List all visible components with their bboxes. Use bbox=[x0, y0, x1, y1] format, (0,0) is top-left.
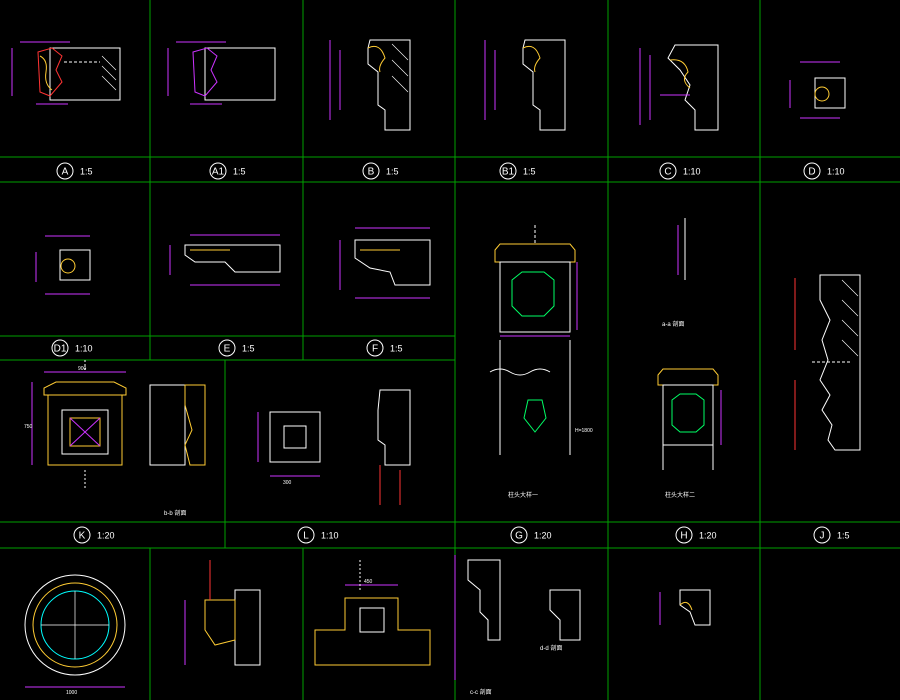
detail-marker-b: B 1:5 bbox=[362, 162, 399, 180]
dim-l-width: 300 bbox=[283, 480, 292, 486]
marker-circle bbox=[218, 339, 236, 357]
detail-id: B bbox=[368, 167, 375, 178]
marker-circle bbox=[510, 526, 528, 544]
detail-marker-e: E 1:5 bbox=[218, 339, 255, 357]
detail-f-drawing bbox=[339, 227, 431, 299]
detail-marker-b1: B1 1:5 bbox=[499, 162, 536, 180]
detail-l-drawing bbox=[257, 389, 411, 505]
detail-id: K bbox=[79, 531, 86, 542]
marker-circle bbox=[813, 526, 831, 544]
detail-scale: 1:5 bbox=[80, 167, 93, 177]
detail-id: D bbox=[808, 167, 815, 178]
detail-marker-j: J 1:5 bbox=[813, 526, 850, 544]
caption-pillar-2: 柱头大样二 bbox=[665, 491, 695, 499]
detail-scale: 1:5 bbox=[233, 167, 246, 177]
detail-marker-c: C 1:10 bbox=[659, 162, 701, 180]
marker-circle bbox=[209, 162, 227, 180]
dim-k-width: 900 bbox=[78, 366, 87, 372]
detail-id: C bbox=[664, 167, 671, 178]
caption-pillar-1: 柱头大样一 bbox=[508, 491, 538, 499]
detail-id: E bbox=[224, 344, 231, 355]
detail-id: D1 bbox=[54, 344, 67, 355]
detail-marker-d1: D1 1:10 bbox=[51, 339, 93, 357]
detail-marker-l: L 1:10 bbox=[297, 526, 339, 544]
dim-g-height: H=1800 bbox=[575, 428, 593, 434]
caption-b-b: b-b 剖面 bbox=[164, 509, 186, 517]
detail-id: J bbox=[820, 531, 825, 542]
dim-k-height: 750 bbox=[24, 424, 33, 430]
detail-d-drawing bbox=[789, 61, 846, 119]
caption-a-a: a-a 剖面 bbox=[662, 320, 684, 328]
detail-a1-drawing bbox=[167, 41, 276, 105]
detail-d1-drawing bbox=[35, 235, 91, 295]
detail-id: A bbox=[62, 167, 69, 178]
detail-h-drawing bbox=[657, 218, 722, 470]
marker-circle bbox=[51, 339, 69, 357]
bottom-detail-2-drawing bbox=[184, 560, 261, 666]
detail-marker-a: A 1:5 bbox=[56, 162, 93, 180]
detail-scale: 1:5 bbox=[523, 167, 536, 177]
marker-circle bbox=[659, 162, 677, 180]
detail-scale: 1:10 bbox=[683, 167, 701, 177]
detail-id: L bbox=[303, 531, 309, 542]
dim-roundel-diameter: 1000 bbox=[66, 690, 77, 696]
marker-circle bbox=[56, 162, 74, 180]
detail-marker-h: H 1:20 bbox=[675, 526, 717, 544]
detail-marker-f: F 1:5 bbox=[366, 339, 403, 357]
bottom-cc-section-drawing bbox=[454, 555, 581, 680]
detail-g-drawing bbox=[489, 225, 578, 455]
detail-id: F bbox=[372, 344, 378, 355]
caption-d-d: d-d 剖面 bbox=[540, 644, 562, 652]
detail-id: G bbox=[515, 531, 523, 542]
marker-circle bbox=[362, 162, 380, 180]
marker-circle bbox=[73, 526, 91, 544]
marker-circle bbox=[499, 162, 517, 180]
detail-scale: 1:5 bbox=[242, 344, 255, 354]
detail-scale: 1:20 bbox=[534, 531, 552, 541]
bottom-elevation-drawing bbox=[314, 560, 431, 666]
detail-b1-drawing bbox=[484, 39, 566, 131]
detail-id: B1 bbox=[502, 167, 515, 178]
detail-marker-k: K 1:20 bbox=[73, 526, 115, 544]
detail-marker-g: G 1:20 bbox=[510, 526, 552, 544]
detail-k-drawing bbox=[31, 360, 206, 490]
detail-scale: 1:10 bbox=[321, 531, 339, 541]
detail-scale: 1:10 bbox=[75, 344, 93, 354]
detail-scale: 1:5 bbox=[390, 344, 403, 354]
detail-id: H bbox=[680, 531, 687, 542]
detail-scale: 1:5 bbox=[386, 167, 399, 177]
detail-b-drawing bbox=[329, 39, 411, 131]
dim-c-width: 450 bbox=[364, 579, 373, 585]
detail-a-drawing bbox=[11, 41, 121, 105]
detail-marker-a1: A1 1:5 bbox=[209, 162, 246, 180]
marker-circle bbox=[675, 526, 693, 544]
roundel-drawing bbox=[24, 574, 126, 688]
caption-c-c: c-c 剖面 bbox=[470, 688, 492, 696]
detail-scale: 1:20 bbox=[97, 531, 115, 541]
detail-scale: 1:20 bbox=[699, 531, 717, 541]
detail-marker-d: D 1:10 bbox=[803, 162, 845, 180]
marker-circle bbox=[297, 526, 315, 544]
marker-circle bbox=[803, 162, 821, 180]
bottom-detail-5-drawing bbox=[659, 589, 711, 626]
detail-c-drawing bbox=[639, 44, 719, 131]
detail-e-drawing bbox=[169, 234, 281, 286]
detail-j-drawing bbox=[794, 274, 861, 451]
marker-circle bbox=[366, 339, 384, 357]
detail-id: A1 bbox=[212, 167, 225, 178]
detail-scale: 1:5 bbox=[837, 531, 850, 541]
detail-scale: 1:10 bbox=[827, 167, 845, 177]
